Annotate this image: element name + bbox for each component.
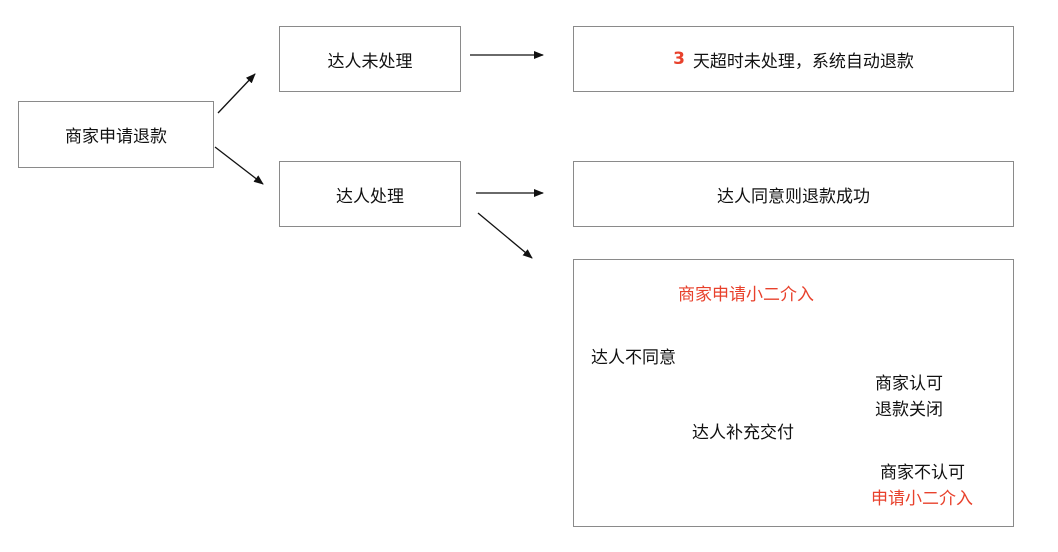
merchant-reject-line2: 申请小二介入	[871, 489, 973, 509]
talent-unprocessed-box: 达人未处理	[279, 26, 461, 92]
merchant-accept-line1: 商家认可	[875, 374, 943, 394]
talent-processed-label: 达人处理	[336, 186, 404, 207]
merchant-reject-line1: 商家不认可	[880, 463, 965, 483]
merchant-accept-line2: 退款关闭	[875, 400, 943, 420]
talent-disagree-label: 达人不同意	[591, 348, 676, 368]
arrow-apply-to-unprocessed	[217, 73, 256, 114]
talent-agree-label: 达人同意则退款成功	[717, 186, 870, 207]
merchant-escalate-label: 商家申请小二介入	[678, 285, 814, 305]
talent-processed-box: 达人处理	[279, 161, 461, 227]
talent-supplement-label: 达人补充交付	[692, 423, 794, 443]
merchant-apply-refund-box: 商家申请退款	[18, 101, 214, 168]
arrow-processed-to-disagree	[477, 212, 533, 259]
auto-refund-label: 天超时未处理，系统自动退款	[692, 51, 914, 72]
talent-disagree-container	[573, 259, 1014, 527]
talent-unprocessed-label: 达人未处理	[327, 51, 413, 72]
merchant-apply-refund-label: 商家申请退款	[65, 127, 167, 147]
auto-refund-box: 3 天超时未处理，系统自动退款	[573, 26, 1014, 92]
arrow-apply-to-processed	[214, 146, 264, 185]
talent-agree-box: 达人同意则退款成功	[573, 161, 1014, 227]
auto-refund-days: 3	[673, 49, 685, 69]
